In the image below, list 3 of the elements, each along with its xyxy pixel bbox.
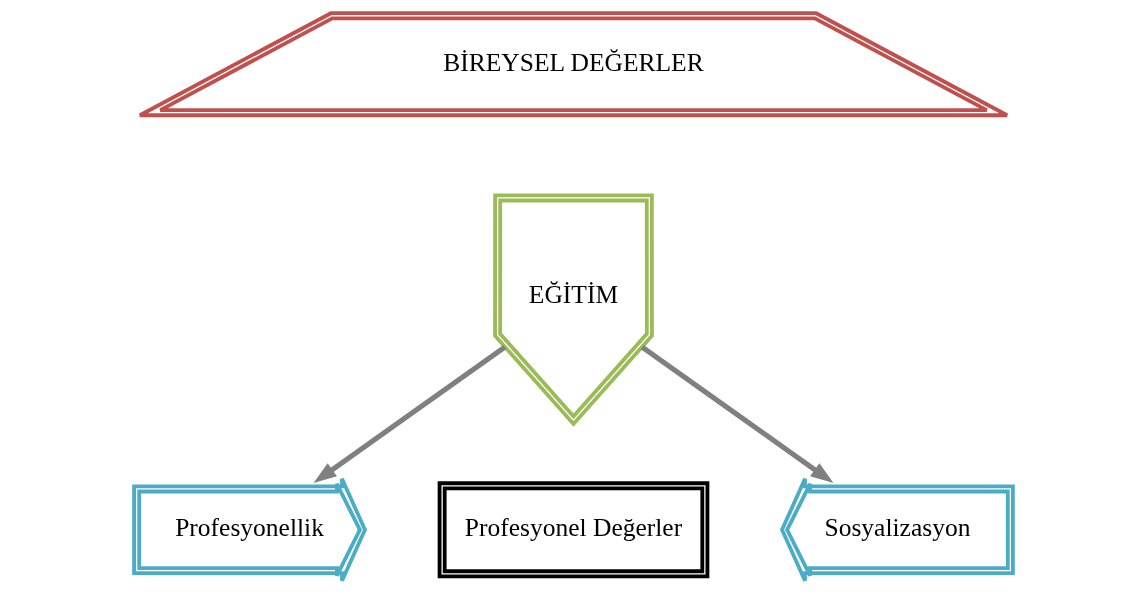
node-box: Profesyonel Değerler	[437, 481, 710, 579]
arrow	[640, 345, 834, 484]
arrow	[313, 345, 507, 484]
